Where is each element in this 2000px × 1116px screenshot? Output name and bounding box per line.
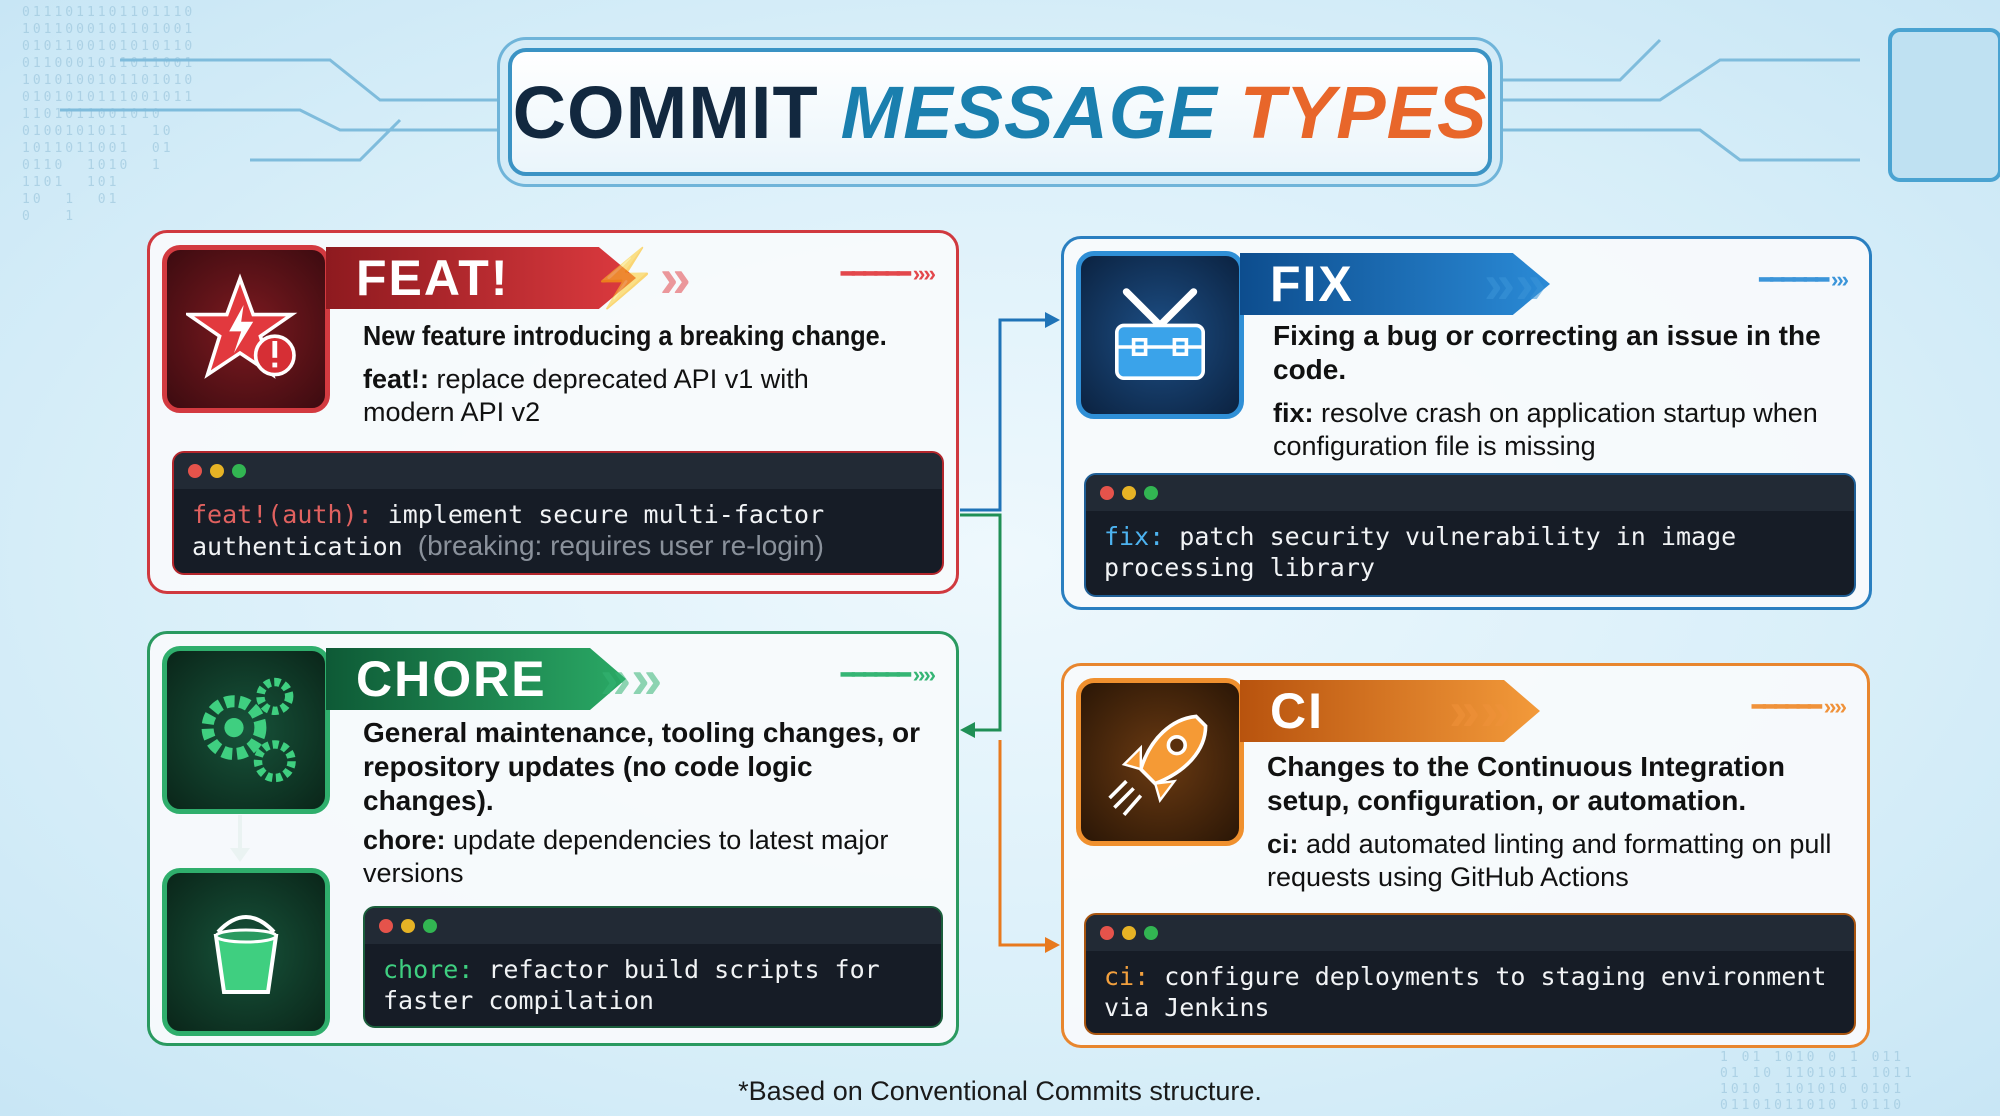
close-dot: [1100, 486, 1114, 500]
page-title: COMMIT MESSAGE TYPES: [508, 48, 1492, 176]
fix-terminal: fix: patch security vulnerability in ima…: [1084, 473, 1856, 597]
chevron-icon: »»: [1449, 679, 1512, 742]
card-feat: FEAT! ⚡» ━━━━━━ ›››› New feature introdu…: [147, 230, 959, 594]
bucket-icon: [162, 868, 330, 1036]
chevron-icon: »»: [1484, 252, 1547, 315]
close-dot: [379, 919, 393, 933]
code-type: ci:: [1104, 962, 1150, 991]
title-word-commit: COMMIT: [512, 70, 819, 154]
chore-description: General maintenance, tooling changes, or…: [363, 717, 921, 816]
minimize-dot: [1122, 486, 1136, 500]
code-text: patch security vulnerability in image pr…: [1104, 522, 1737, 582]
binary-decoration: 0111011101101110 1011000101101001 010110…: [22, 5, 196, 224]
rocket-icon: [1076, 678, 1244, 846]
example-text: update dependencies to latest major vers…: [363, 825, 889, 888]
example-prefix: chore:: [363, 825, 446, 855]
maximize-dot: [423, 919, 437, 933]
card-fix: FIX »» ━━━━━━ ››› Fixing a bug or correc…: [1061, 236, 1872, 610]
star-alert-icon: [162, 245, 330, 413]
binary-decoration: 1 01 1010 0 1 011 01 10 1101011 1011 101…: [1720, 1050, 1915, 1113]
minimize-dot: [401, 919, 415, 933]
minimize-dot: [1122, 926, 1136, 940]
example-text: resolve crash on application startup whe…: [1273, 398, 1818, 461]
feat-description: New feature introducing a breaking chang…: [363, 320, 887, 351]
chore-example: chore: update dependencies to latest maj…: [363, 824, 948, 890]
example-text: add automated linting and formatting on …: [1267, 829, 1832, 892]
arrow-decoration: ━━━━━━ ››››: [1752, 694, 1847, 719]
arrow-decoration: ━━━━━━ ››››: [841, 261, 936, 286]
fix-label: FIX: [1240, 253, 1550, 315]
code-type: feat!(auth):: [192, 500, 373, 529]
chevron-icon: ⚡»: [590, 246, 691, 309]
chevron-icon: »»: [600, 647, 663, 710]
chore-terminal: chore: refactor build scripts for faster…: [363, 906, 943, 1028]
code-type: chore:: [383, 955, 474, 984]
title-word-message: MESSAGE: [840, 70, 1218, 154]
feat-label: FEAT!: [326, 247, 636, 309]
ci-label: CI: [1240, 680, 1540, 742]
toolbox-icon: [1076, 251, 1244, 419]
code-text: implement secure multi-factor authentica…: [192, 500, 825, 561]
arrow-decoration: ━━━━━━ ››››: [841, 662, 936, 687]
example-prefix: feat!:: [363, 364, 429, 394]
code-text: configure deployments to staging environ…: [1104, 962, 1827, 1022]
chore-label: CHORE: [326, 648, 626, 710]
card-ci: CI »» ━━━━━━ ›››› Changes to the Continu…: [1061, 663, 1870, 1048]
minimize-dot: [210, 464, 224, 478]
example-text: replace deprecated API v1 with modern AP…: [363, 364, 809, 427]
fix-example: fix: resolve crash on application startu…: [1273, 397, 1858, 463]
ci-description: Changes to the Continuous Integration se…: [1267, 751, 1785, 816]
example-prefix: ci:: [1267, 829, 1299, 859]
ci-example: ci: add automated linting and formatting…: [1267, 828, 1857, 894]
arrow-decoration: ━━━━━━ ›››: [1759, 267, 1849, 292]
code-type: fix:: [1104, 522, 1165, 551]
close-dot: [1100, 926, 1114, 940]
chip-icon: [1888, 28, 2000, 182]
maximize-dot: [232, 464, 246, 478]
fix-description: Fixing a bug or correcting an issue in t…: [1273, 320, 1821, 385]
maximize-dot: [1144, 486, 1158, 500]
card-chore: CHORE »» ━━━━━━ ›››› General maintenance…: [147, 631, 959, 1046]
footnote: *Based on Conventional Commits structure…: [738, 1076, 1262, 1106]
close-dot: [188, 464, 202, 478]
example-prefix: fix:: [1273, 398, 1314, 428]
feat-terminal: feat!(auth): implement secure multi-fact…: [172, 451, 944, 575]
feat-example: feat!: replace deprecated API v1 with mo…: [363, 363, 863, 429]
code-text: refactor build scripts for faster compil…: [383, 955, 880, 1015]
ci-terminal: ci: configure deployments to staging env…: [1084, 913, 1856, 1035]
title-word-types: TYPES: [1239, 70, 1488, 154]
code-comment: (breaking: requires user re-login): [417, 530, 824, 561]
maximize-dot: [1144, 926, 1158, 940]
gears-icon: [162, 646, 330, 814]
